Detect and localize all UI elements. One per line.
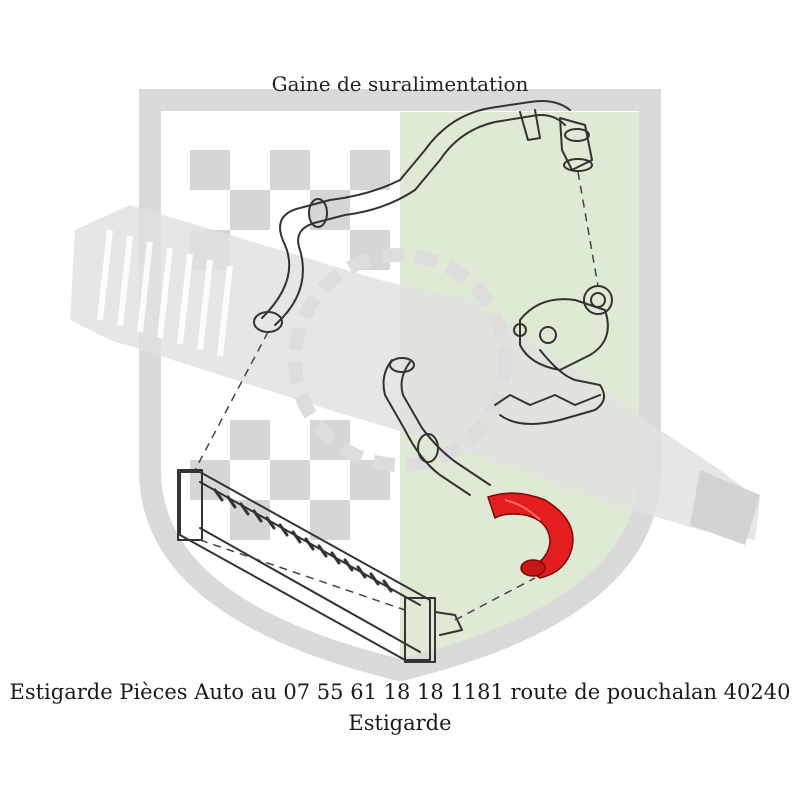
turbocharger [494, 285, 613, 425]
turbo-coupling-ring-2 [564, 128, 590, 142]
middle-hose-clamp [417, 433, 439, 463]
watermark-spark-plug [70, 205, 760, 545]
hose-assembly [177, 100, 613, 663]
watermark-logo-icon [70, 89, 760, 682]
connection-lines [194, 171, 599, 621]
footer-contact: Estigarde Pièces Auto au 07 55 61 18 18 … [0, 677, 800, 739]
middle-hose-outline-a [382, 359, 471, 496]
upper-hose-outline-b [274, 114, 566, 326]
upper-hose-outline-a [261, 100, 571, 319]
middle-hose-top-ring [389, 357, 415, 373]
turbo-coupling-ring [563, 158, 593, 172]
highlighted-boost-hose [487, 492, 574, 579]
footer-line-1: Estigarde Pièces Auto au 07 55 61 18 18 … [9, 680, 791, 704]
intercooler [177, 469, 463, 663]
footer-line-2: Estigarde [348, 711, 452, 735]
bracket [519, 109, 541, 141]
watermark-shield-outline [139, 89, 661, 682]
watermark-gear [288, 248, 512, 472]
page-title: Gaine de suralimentation [271, 72, 529, 96]
upper-hose-clamp [308, 198, 328, 228]
turbo-coupling [559, 117, 593, 171]
